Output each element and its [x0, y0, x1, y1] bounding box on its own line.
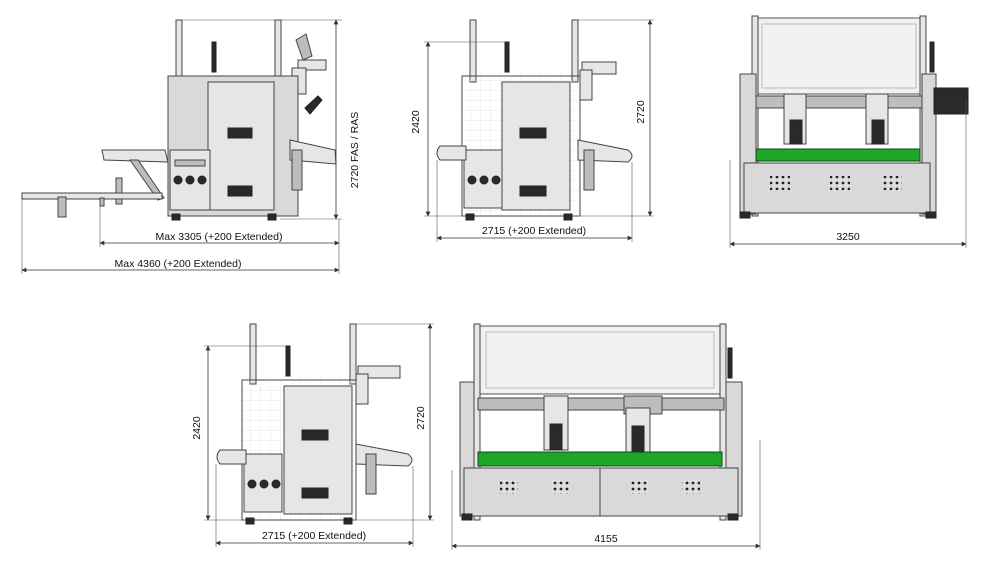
front-view-a — [739, 15, 969, 219]
dim-height-fas-ras: 2720 FAS / RAS — [349, 112, 361, 188]
side-view-extended — [21, 19, 337, 221]
dim-max-width-2: Max 4360 (+200 Extended) — [115, 258, 242, 270]
view5-dimensions: 4155 — [451, 440, 761, 550]
dim-max-width-1: Max 3305 (+200 Extended) — [156, 231, 283, 243]
view1-dimensions: 2720 FAS / RAS Max 3305 (+200 Extended) … — [21, 19, 361, 274]
dim-side-width-b: 2715 (+200 Extended) — [262, 530, 366, 542]
view3-dimensions: 3250 — [729, 100, 967, 248]
view4-dimensions: 2420 2720 2715 (+200 Extended) — [191, 323, 434, 547]
dim-side-height-2720-a: 2720 — [635, 100, 647, 124]
dim-side-height-2720-b: 2720 — [415, 406, 427, 430]
side-view-a — [436, 19, 633, 221]
dim-front-width-b: 4155 — [594, 533, 618, 545]
dim-side-width-a: 2715 (+200 Extended) — [482, 225, 586, 237]
dim-side-height-2420-b: 2420 — [191, 416, 203, 440]
dim-side-height-2420-a: 2420 — [410, 110, 422, 134]
dim-front-width-a: 3250 — [836, 231, 860, 243]
side-view-b — [216, 323, 413, 525]
view2-dimensions: 2420 2720 2715 (+200 Extended) — [410, 19, 654, 242]
front-view-b — [459, 323, 743, 521]
